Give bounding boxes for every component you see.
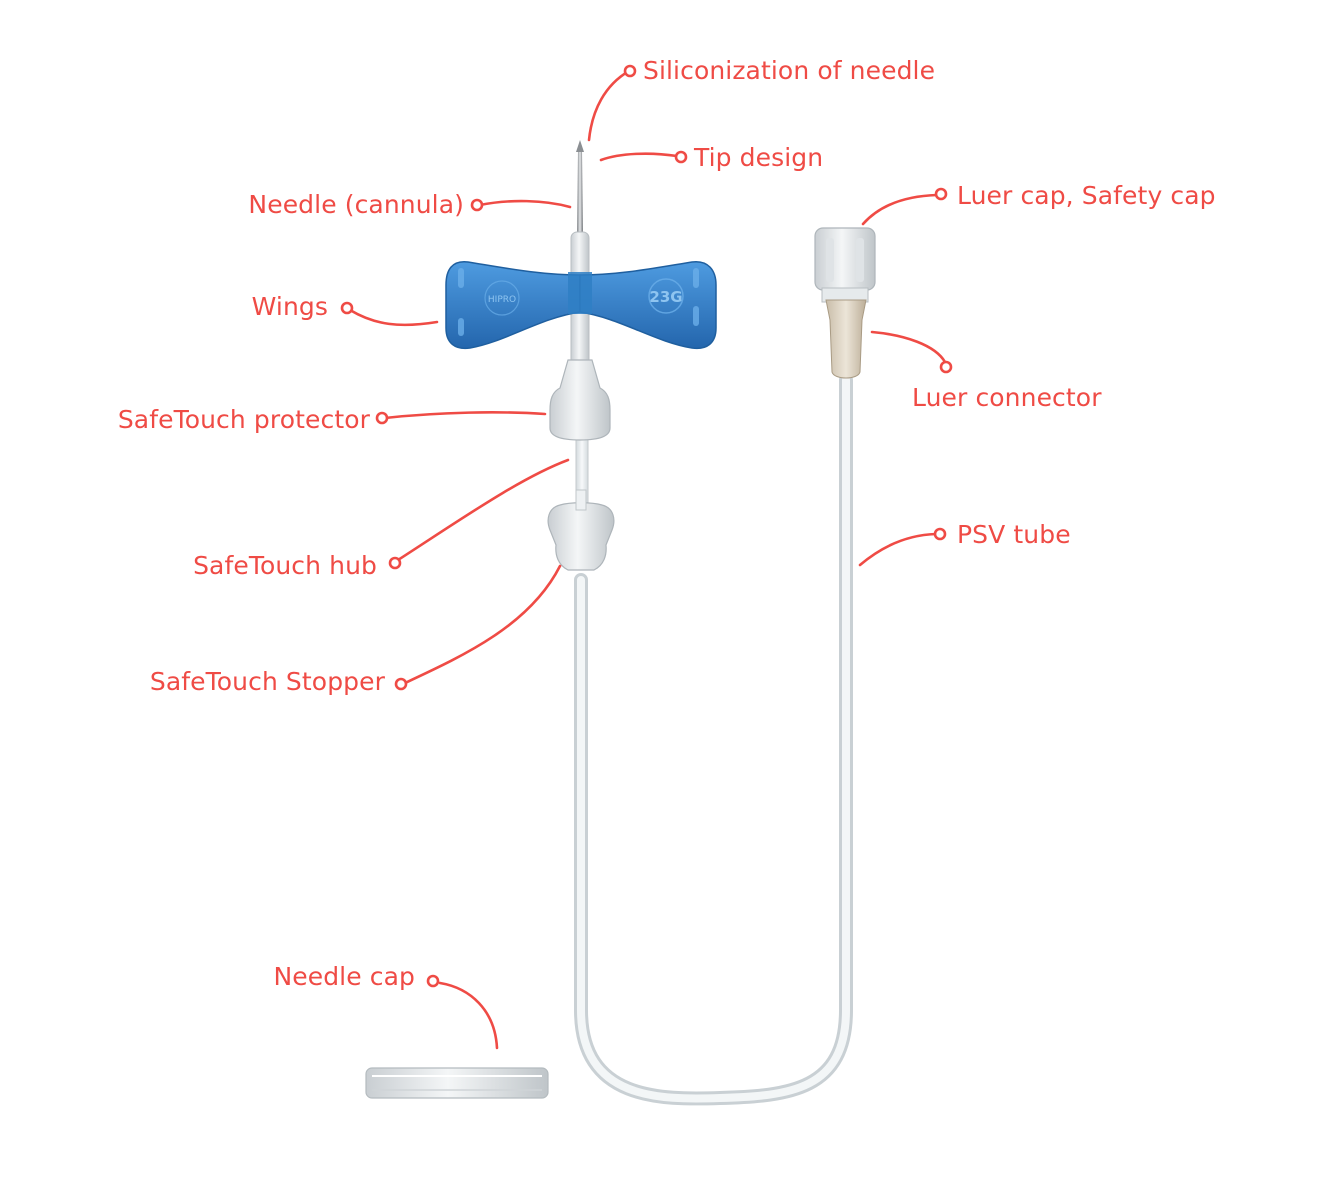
wing-brand-mark: HIPRO [488, 295, 516, 305]
label-luer-connector: Luer connector [912, 383, 1102, 412]
wing-gauge-mark: 23G [649, 288, 682, 306]
psv-tube-shape [574, 373, 853, 1106]
safetouch-protector-shape [549, 359, 611, 441]
label-needle-cannula: Needle (cannula) [248, 190, 464, 219]
luer-cap-shape [814, 227, 876, 291]
label-psv-tube: PSV tube [957, 520, 1071, 549]
label-wings: Wings [251, 292, 328, 321]
label-needle-cap: Needle cap [273, 962, 415, 991]
leader-lines [348, 69, 947, 1050]
safetouch-hub-shape [547, 502, 615, 571]
label-safetouch-protector: SafeTouch protector [117, 405, 370, 434]
leader-dots [340, 64, 953, 988]
label-safetouch-stopper: SafeTouch Stopper [149, 667, 385, 696]
label-luer-cap: Luer cap, Safety cap [957, 181, 1216, 210]
needle-shape [577, 150, 583, 235]
needle-cap-shape [365, 1067, 549, 1099]
luer-connector-shape [825, 299, 867, 379]
label-safetouch-hub: SafeTouch hub [193, 551, 377, 580]
wings-shape [445, 261, 717, 350]
label-tip-design: Tip design [694, 143, 824, 172]
label-siliconization: Siliconization of needle [643, 56, 936, 85]
